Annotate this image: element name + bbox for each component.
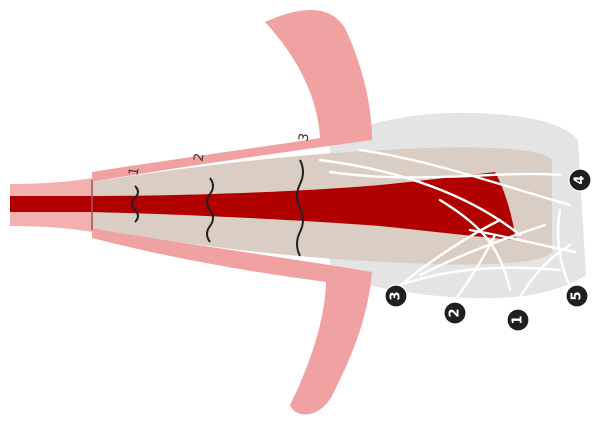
cut-label-2: 2 — [191, 152, 207, 163]
badge-label: 1 — [511, 315, 526, 324]
badge-2: 2 — [444, 302, 466, 324]
badge-label: 4 — [573, 175, 588, 184]
cut-label-3: 3 — [296, 132, 312, 143]
badge-4: 4 — [569, 169, 591, 191]
badge-label: 2 — [448, 308, 463, 317]
badge-label: 5 — [570, 291, 585, 300]
badge-5: 5 — [566, 285, 588, 307]
badge-label: 3 — [389, 291, 404, 300]
badge-3: 3 — [385, 285, 407, 307]
badge-1: 1 — [507, 309, 529, 331]
